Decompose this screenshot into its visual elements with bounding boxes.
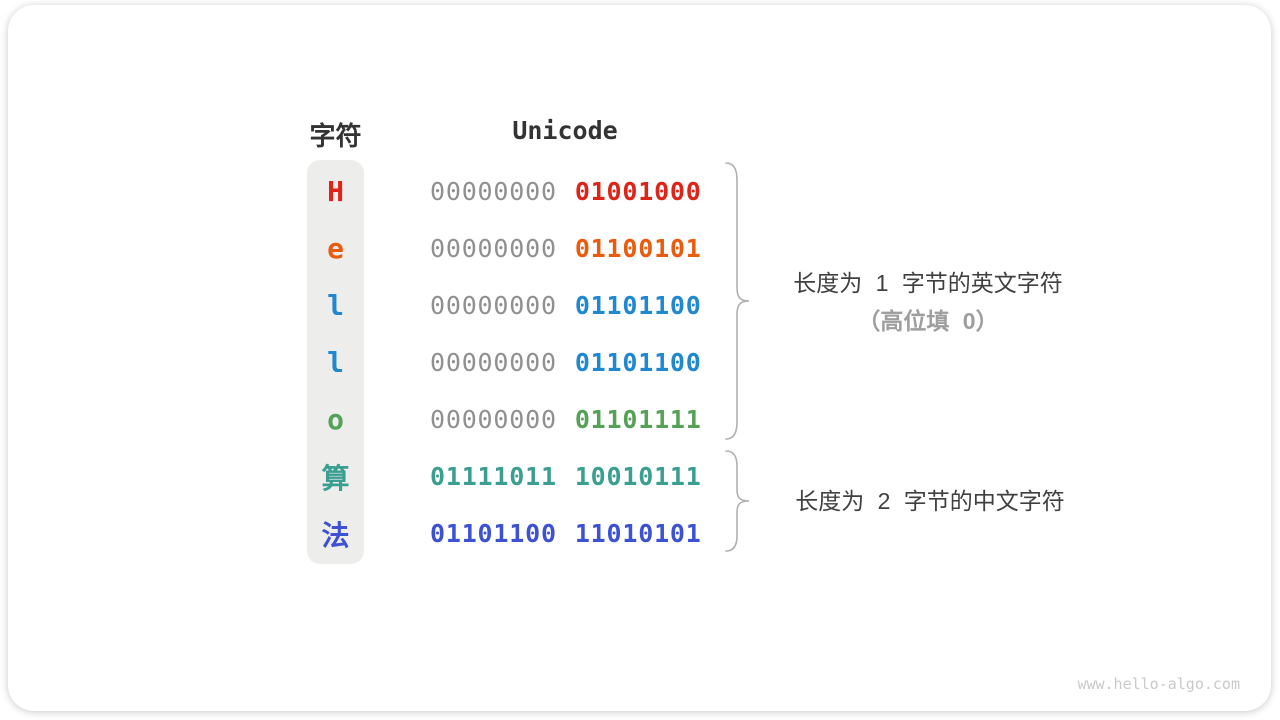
brace-one-byte [725, 162, 752, 440]
diagram-card [8, 5, 1271, 711]
binary-cell: 00000000 01001000 [430, 177, 702, 206]
byte-low: 01101111 [574, 405, 702, 434]
annotation-english-line1: 长度为 1 字节的英文字符 [793, 270, 1063, 296]
byte-low: 01001000 [574, 177, 702, 206]
byte-low: 11010101 [574, 519, 702, 548]
character-cell: l [327, 289, 344, 322]
character-cell: l [327, 346, 344, 379]
site-watermark: www.hello-algo.com [1077, 675, 1240, 693]
binary-cell: 00000000 01101111 [430, 405, 702, 434]
byte-low: 01101100 [574, 291, 702, 320]
character-cell: 法 [321, 518, 350, 552]
column-header-character: 字符 [309, 121, 362, 151]
binary-cell: 00000000 01101100 [430, 348, 702, 377]
byte-high: 01111011 [430, 462, 557, 491]
column-header-unicode: Unicode [512, 116, 618, 145]
table-row: H 00000000 01001000 [307, 163, 702, 220]
table-row: e 00000000 01100101 [307, 220, 702, 277]
byte-high: 00000000 [430, 234, 557, 263]
annotation-english-chars: 长度为 1 字节的英文字符 （高位填 0） [758, 264, 1098, 340]
character-cell: 算 [321, 461, 350, 495]
brace-two-byte [725, 450, 752, 552]
byte-low: 01101100 [574, 348, 702, 377]
annotation-chinese-chars: 长度为 2 字节的中文字符 [760, 487, 1100, 515]
byte-low: 10010111 [574, 462, 702, 491]
table-row: 法 01101100 11010101 [307, 505, 702, 562]
byte-high: 01101100 [430, 519, 557, 548]
annotation-english-line2: （高位填 0） [857, 308, 999, 334]
character-cell: e [327, 232, 344, 265]
encoding-rows: H 00000000 01001000 e 00000000 01100101 l … [307, 163, 702, 562]
annotation-chinese-line1: 长度为 2 字节的中文字符 [795, 488, 1065, 514]
byte-high: 00000000 [430, 177, 557, 206]
table-row: o 00000000 01101111 [307, 391, 702, 448]
table-row: l 00000000 01101100 [307, 334, 702, 391]
table-row: l 00000000 01101100 [307, 277, 702, 334]
binary-cell: 01101100 11010101 [430, 519, 702, 548]
table-row: 算 01111011 10010111 [307, 448, 702, 505]
byte-high: 00000000 [430, 291, 557, 320]
byte-low: 01100101 [574, 234, 702, 263]
character-column-background [307, 160, 364, 564]
character-cell: o [327, 403, 344, 436]
binary-cell: 00000000 01100101 [430, 234, 702, 263]
byte-high: 00000000 [430, 348, 557, 377]
byte-high: 00000000 [430, 405, 557, 434]
binary-cell: 00000000 01101100 [430, 291, 702, 320]
character-cell: H [327, 175, 344, 208]
binary-cell: 01111011 10010111 [430, 462, 702, 491]
